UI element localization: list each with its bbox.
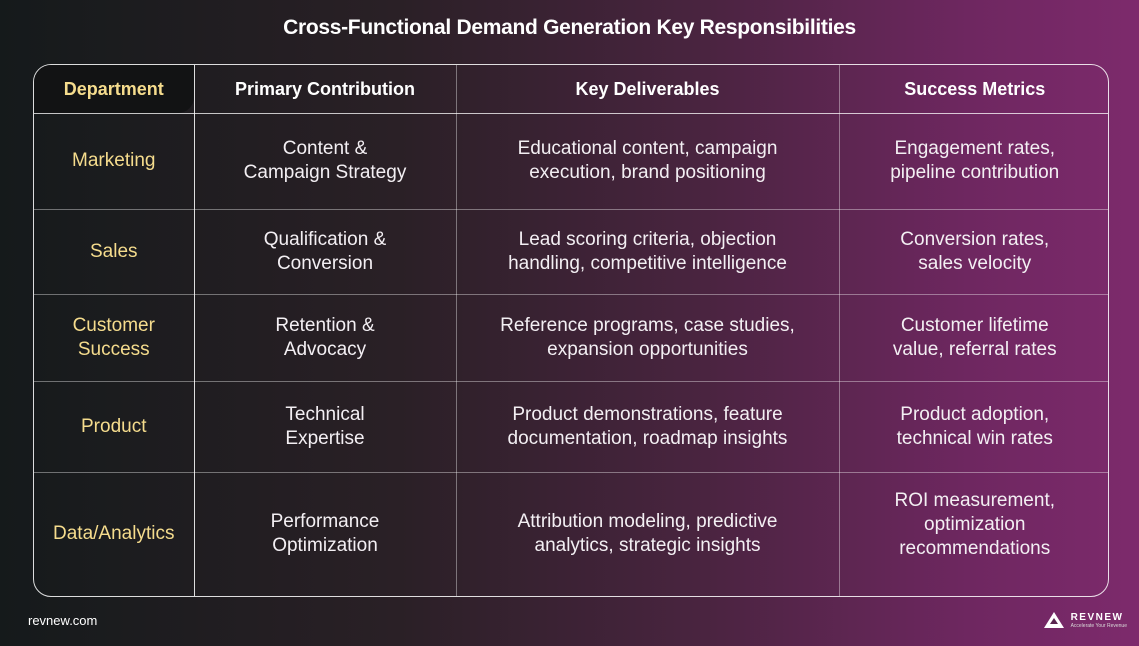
- department-name: Sales: [89, 240, 138, 262]
- table-row: Sales Qualification &Conversion Lead sco…: [34, 209, 1108, 295]
- department-cell: Sales: [34, 209, 195, 295]
- column-header-department: Department: [34, 65, 195, 114]
- metrics-line: value, referral rates: [892, 338, 1057, 360]
- deliverables-line: Reference programs, case studies,: [500, 314, 795, 336]
- department-name: Marketing: [72, 150, 156, 171]
- metrics-line: technical win rates: [896, 427, 1053, 449]
- table-row: Marketing Content & Campaign Strategy Edu…: [34, 113, 1108, 210]
- contribution-cell: Retention &Advocacy: [194, 294, 457, 382]
- department-cell: Product: [34, 381, 195, 473]
- contribution-line: Conversion: [276, 252, 374, 274]
- department-name: Data/Analytics: [53, 523, 175, 545]
- deliverables-line: Product demonstrations, feature: [512, 403, 783, 425]
- department-name-line: Success: [77, 338, 150, 360]
- contribution-line: Retention &: [275, 314, 375, 336]
- deliverables-line: execution, brand positioning: [529, 162, 766, 183]
- contribution-line: Optimization: [272, 535, 378, 557]
- department-name-line: Customer: [72, 314, 155, 336]
- metrics-cell: Conversion rates,sales velocity: [839, 209, 1108, 295]
- deliverables-line: documentation, roadmap insights: [507, 427, 788, 449]
- contribution-cell: Content & Campaign Strategy: [194, 113, 457, 210]
- deliverables-line: Attribution modeling, predictive: [517, 511, 778, 533]
- contribution-line: Advocacy: [283, 338, 367, 360]
- page-title: Cross-Functional Demand Generation Key R…: [283, 16, 856, 39]
- metrics-line: Conversion rates,: [900, 228, 1050, 250]
- contribution-cell: Qualification &Conversion: [194, 209, 457, 295]
- metrics-line: Product adoption,: [900, 403, 1050, 425]
- contribution-line: Expertise: [285, 427, 365, 449]
- website-link[interactable]: revnew.com: [28, 613, 98, 628]
- column-header-primary-contribution: Primary Contribution: [194, 65, 457, 114]
- deliverables-cell: Educational content, campaign execution, …: [456, 113, 840, 210]
- department-name: Product: [81, 415, 147, 437]
- deliverables-line: expansion opportunities: [547, 338, 748, 360]
- revnew-logo: REVNEW Accelerate Your Revenue: [1043, 611, 1127, 629]
- metrics-line: ROI measurement,: [894, 489, 1056, 511]
- contribution-line: Technical: [285, 403, 365, 425]
- metrics-cell: Engagement rates, pipeline contribution: [839, 113, 1108, 210]
- deliverables-line: Educational content, campaign: [517, 138, 778, 159]
- deliverables-line: Lead scoring criteria, objection: [518, 228, 777, 250]
- contribution-line: Qualification &: [263, 228, 387, 250]
- metrics-line: Engagement rates,: [894, 138, 1056, 159]
- contribution-line: Performance: [270, 511, 380, 533]
- brand-name: REVNEW: [1070, 611, 1124, 623]
- metrics-line: optimization: [924, 513, 1026, 535]
- metrics-line: recommendations: [899, 537, 1051, 559]
- deliverables-line: handling, competitive intelligence: [508, 252, 787, 274]
- metrics-line: Customer lifetime: [900, 314, 1049, 336]
- department-cell: Data/Analytics: [34, 472, 195, 596]
- responsibilities-table: Department Primary Contribution Key Deli…: [33, 64, 1109, 597]
- deliverables-cell: Reference programs, case studies,expansi…: [456, 294, 840, 382]
- contribution-line: Campaign Strategy: [243, 162, 407, 183]
- metrics-line: pipeline contribution: [890, 162, 1060, 183]
- contribution-line: Content &: [282, 138, 368, 159]
- column-header-key-deliverables: Key Deliverables: [456, 65, 840, 114]
- department-cell: Marketing: [34, 113, 195, 210]
- metrics-line: sales velocity: [918, 252, 1032, 274]
- table-header-row: Department Primary Contribution Key Deli…: [34, 65, 1108, 114]
- metrics-cell: Product adoption,technical win rates: [839, 381, 1108, 473]
- deliverables-line: analytics, strategic insights: [534, 535, 761, 557]
- brand-tagline: Accelerate Your Revenue: [1070, 622, 1127, 629]
- mountain-logo-icon: [1043, 612, 1064, 628]
- column-header-success-metrics: Success Metrics: [839, 65, 1108, 114]
